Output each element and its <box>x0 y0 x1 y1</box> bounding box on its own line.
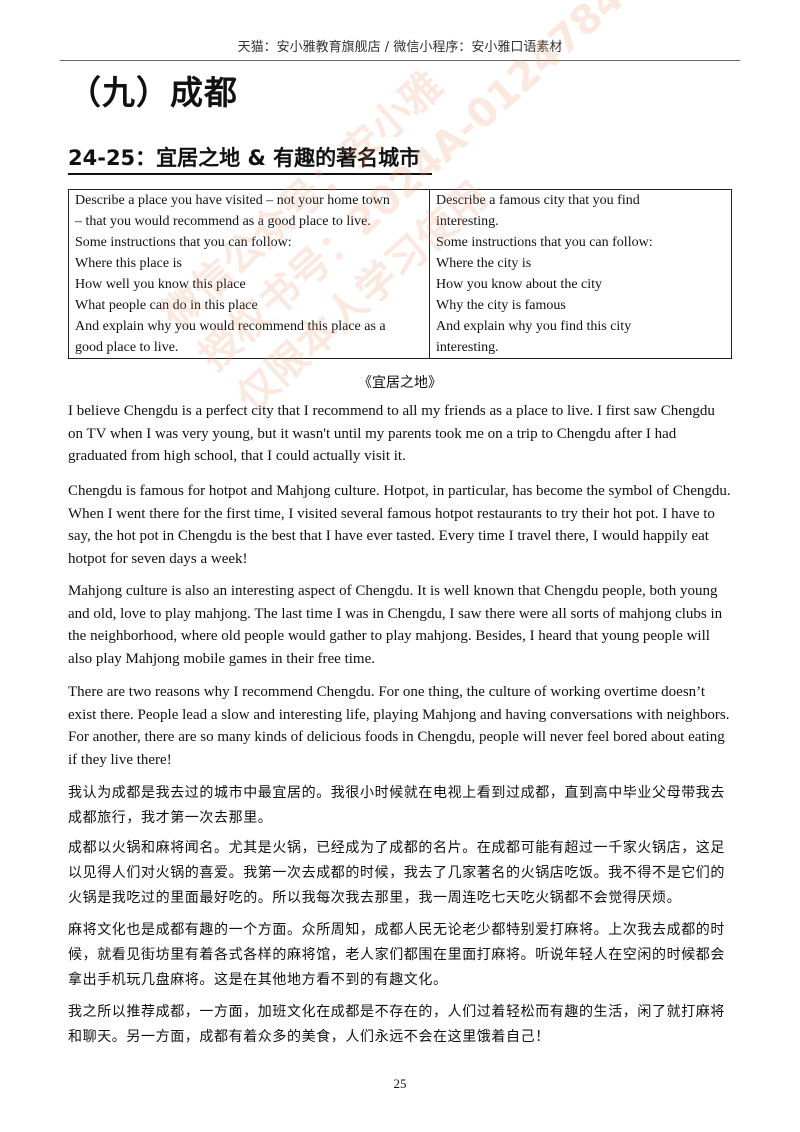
cue-line: How well you know this place <box>75 277 246 292</box>
english-paragraph: There are two reasons why I recommend Ch… <box>68 684 730 769</box>
cue-line: Where this place is <box>75 256 182 271</box>
cue-line: Some instructions that you can follow: <box>436 235 653 250</box>
cue-line: Some instructions that you can follow: <box>75 235 292 250</box>
chinese-paragraph: 我认为成都是我去过的城市中最宜居的。我很小时候就在电视上看到过成都，直到高中毕业… <box>68 785 725 826</box>
cue-line: How you know about the city <box>436 277 603 292</box>
chinese-paragraph: 成都以火锅和麻将闻名。尤其是火锅，已经成为了成都的名片。在成都可能有超过一千家火… <box>68 840 725 906</box>
cue-line: And explain why you find this city <box>436 319 632 334</box>
section-title: 24-25：宜居之地 & 有趣的著名城市 <box>68 146 421 170</box>
cue-line: Describe a famous city that you find <box>436 193 640 208</box>
chapter-title: （九）成都 <box>68 73 238 112</box>
english-paragraph: I believe Chengdu is a perfect city that… <box>68 403 715 465</box>
cue-line: interesting. <box>436 214 499 229</box>
essay-title: 《宜居之地》 <box>358 375 442 391</box>
cue-line: And explain why you would recommend this… <box>75 319 386 334</box>
cue-card-right: Describe a famous city that you find int… <box>429 189 732 359</box>
cue-card-row: Describe a place you have visited – not … <box>68 189 732 359</box>
page-number: 25 <box>393 1076 407 1091</box>
chinese-paragraph: 我之所以推荐成都，一方面，加班文化在成都是不存在的，人们过着轻松而有趣的生活，闲… <box>68 1004 725 1045</box>
header-divider <box>60 60 740 61</box>
cue-card-table: Describe a place you have visited – not … <box>68 189 732 359</box>
cue-line: Where the city is <box>436 256 532 271</box>
section-title-underline <box>68 173 432 175</box>
cue-line: Describe a place you have visited – not … <box>75 193 390 208</box>
english-paragraph: Mahjong culture is also an interesting a… <box>68 583 723 668</box>
running-header: 天猫：安小雅教育旗舰店 / 微信小程序：安小雅口语素材 <box>237 40 563 55</box>
cue-line: What people can do in this place <box>75 298 258 313</box>
english-paragraph: Chengdu is famous for hotpot and Mahjong… <box>68 483 731 568</box>
chinese-paragraph: 麻将文化也是成都有趣的一个方面。众所周知，成都人民无论老少都特别爱打麻将。上次我… <box>68 922 725 988</box>
cue-card-left: Describe a place you have visited – not … <box>68 189 430 359</box>
cue-line: interesting. <box>436 340 499 355</box>
cue-line: – that you would recommend as a good pla… <box>75 214 371 229</box>
cue-line: good place to live. <box>75 340 179 355</box>
cue-line: Why the city is famous <box>436 298 566 313</box>
